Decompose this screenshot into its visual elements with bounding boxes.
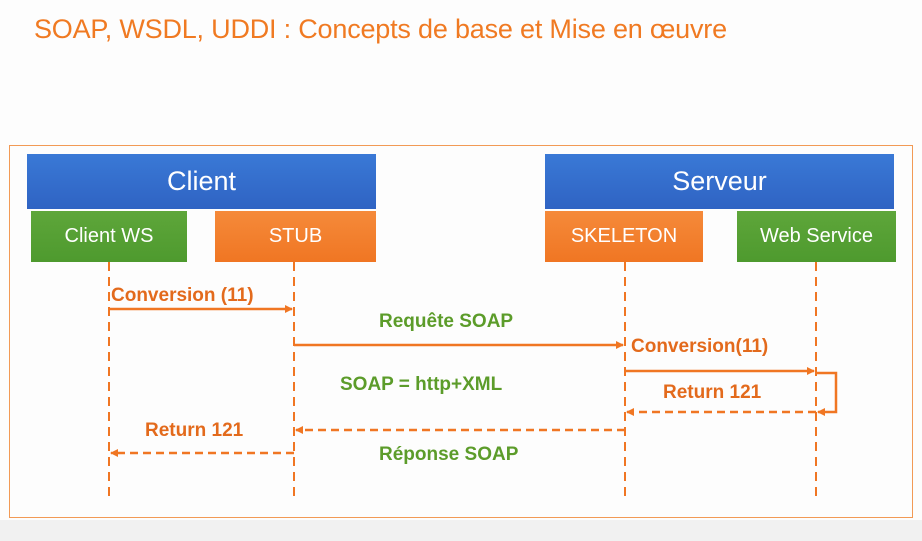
label-reponse-soap: Réponse SOAP — [379, 444, 519, 465]
bottom-strip — [0, 520, 922, 541]
slide-title: SOAP, WSDL, UDDI : Concepts de base et M… — [34, 14, 727, 44]
label-conversion-client: Conversion (11) — [111, 285, 254, 306]
label-return-server: Return 121 — [663, 382, 762, 403]
actor-client-ws: Client WS — [31, 211, 187, 262]
server-group-header: Serveur — [545, 154, 894, 209]
label-conversion-server: Conversion(11) — [631, 336, 768, 357]
diagram-frame — [9, 145, 913, 518]
client-group-header: Client — [27, 154, 376, 209]
arrow-self-loop — [816, 371, 838, 416]
actor-stub: STUB — [215, 211, 376, 262]
actor-skeleton: SKELETON — [545, 211, 703, 262]
label-return-client: Return 121 — [145, 420, 244, 441]
label-soap-equation: SOAP = http+XML — [340, 374, 503, 395]
label-requete-soap: Requête SOAP — [379, 311, 513, 332]
actor-web-service: Web Service — [737, 211, 896, 262]
